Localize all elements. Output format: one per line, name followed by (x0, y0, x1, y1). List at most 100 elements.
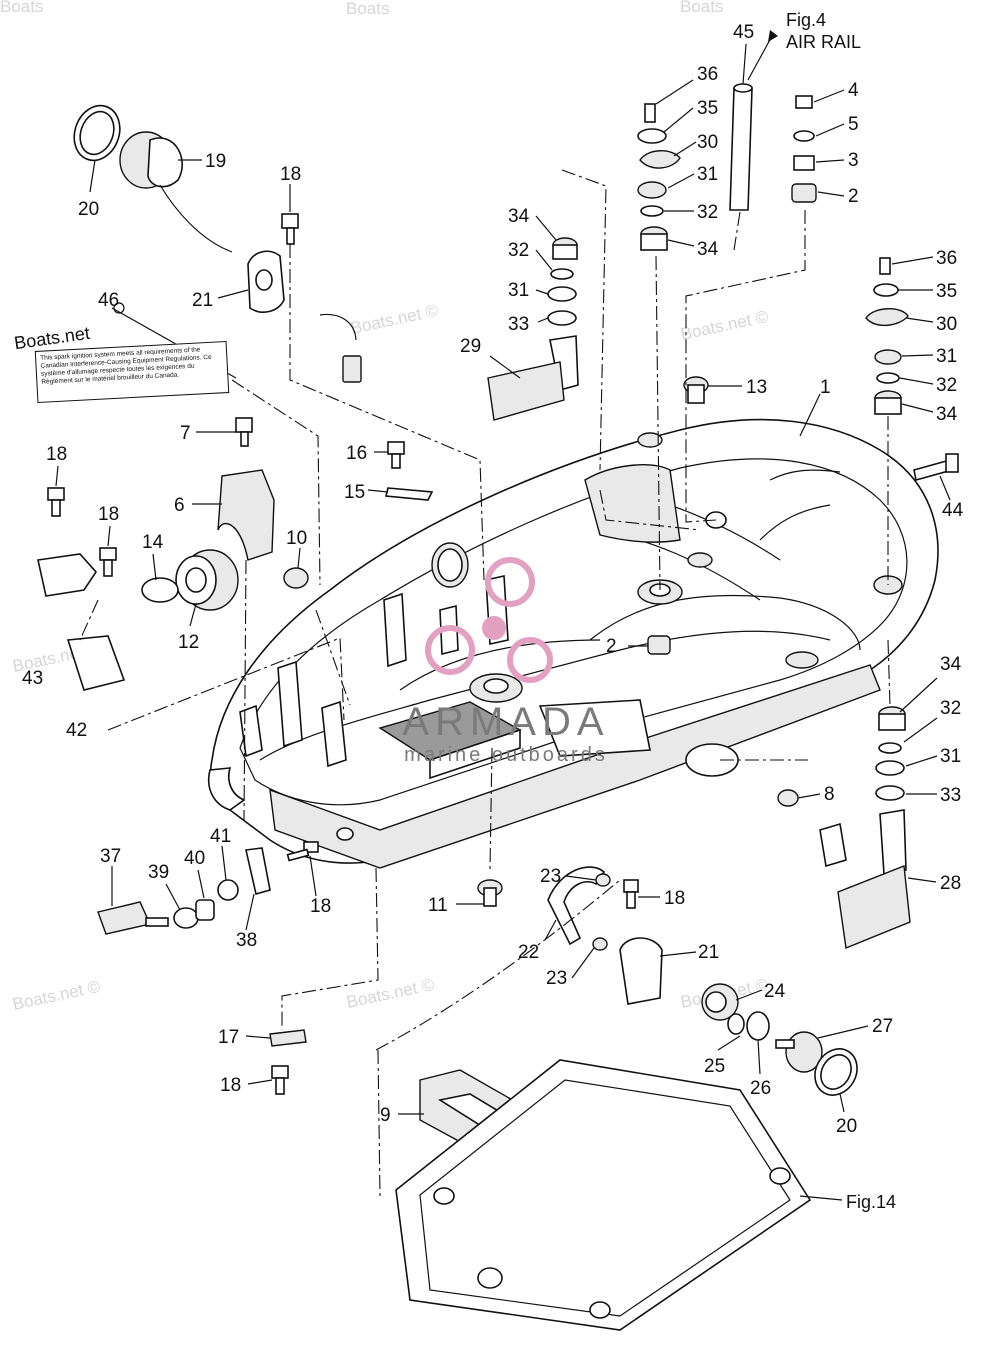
fig4-ref: Fig.4 (786, 10, 826, 30)
callout-18: 18 (280, 164, 301, 185)
callout-36: 36 (936, 248, 957, 269)
brand-name: ARMADA (402, 700, 610, 744)
part-14-clamp (141, 577, 179, 603)
callout-29: 29 (460, 336, 481, 357)
watermark: Boats (346, 0, 389, 18)
callout-labels: 45 36 35 30 31 32 34 4 5 3 2 19 20 18 21… (22, 10, 964, 1212)
callout-14: 14 (142, 532, 164, 553)
callout-15: 15 (344, 482, 365, 503)
watermark: Boats (0, 0, 43, 16)
part-19-grommet (73, 104, 362, 383)
callout-30: 30 (697, 132, 718, 153)
callout-30: 30 (936, 314, 957, 335)
callout-31: 31 (936, 346, 957, 367)
fig4-ref-sub: AIR RAIL (786, 32, 861, 52)
part-13-plug (683, 376, 709, 404)
callout-40: 40 (184, 848, 205, 869)
part-42-plate (66, 635, 126, 691)
callout-1: 1 (820, 377, 831, 398)
callout-33: 33 (508, 314, 529, 335)
callout-31: 31 (697, 164, 718, 185)
leader-lines (55, 30, 951, 1201)
callout-36: 36 (697, 64, 718, 85)
callout-24: 24 (764, 981, 786, 1002)
callout-28: 28 (940, 873, 961, 894)
part-10-cap (283, 567, 309, 589)
callout-8: 8 (824, 784, 835, 805)
callout-34: 34 (508, 206, 530, 227)
callout-42: 42 (66, 720, 87, 741)
callout-45: 45 (733, 22, 754, 43)
callout-32: 32 (936, 375, 957, 396)
part-22-hose (547, 866, 611, 951)
callout-25: 25 (704, 1056, 725, 1077)
part-29-lever (487, 335, 579, 421)
part-11-bolt (477, 879, 503, 907)
callout-34: 34 (940, 654, 962, 675)
part-24-grommet (701, 983, 739, 1021)
brand-tagline: marine outboards (404, 744, 608, 766)
callout-39: 39 (148, 862, 169, 883)
brand-watermark: ARMADA marine outboards (356, 700, 656, 766)
part-8-plug (777, 789, 799, 807)
callout-34: 34 (697, 239, 719, 260)
callout-16: 16 (346, 443, 367, 464)
callout-31: 31 (508, 280, 529, 301)
fig14-base-plate (395, 1059, 812, 1331)
callout-35: 35 (697, 98, 718, 119)
callout-2: 2 (848, 186, 859, 207)
callout-37: 37 (100, 846, 121, 867)
callout-46: 46 (98, 290, 119, 311)
callout-18: 18 (310, 896, 331, 917)
part-stack-right (791, 95, 817, 203)
callout-22: 22 (518, 942, 539, 963)
callout-32: 32 (697, 202, 718, 223)
watermark: Boats.net © (679, 307, 771, 344)
part-44-bolt (913, 453, 959, 482)
part-6-7-clamp (217, 417, 275, 561)
callout-20: 20 (78, 199, 99, 220)
callout-43: 43 (22, 668, 43, 689)
callout-13: 13 (746, 377, 767, 398)
assembly-dash-lines (79, 169, 891, 1197)
watermark: Boats.net © (345, 975, 437, 1012)
part-37-handle (97, 901, 169, 935)
part-18-21-lower (619, 879, 663, 1005)
callout-5: 5 (848, 114, 859, 135)
callout-9: 9 (380, 1105, 391, 1126)
callout-31: 31 (940, 746, 961, 767)
part-20-ring (814, 1048, 858, 1096)
bottom-cowling (208, 418, 939, 869)
callout-34: 34 (936, 404, 958, 425)
part-39-40-41 (173, 879, 239, 929)
callout-3: 3 (848, 150, 859, 171)
callout-19: 19 (205, 151, 226, 172)
callout-35: 35 (936, 281, 957, 302)
callout-27: 27 (872, 1016, 893, 1037)
callout-11: 11 (428, 895, 448, 916)
callout-7: 7 (180, 423, 191, 444)
part-stack-far-right (865, 257, 909, 415)
part-28-lever (837, 809, 911, 949)
callout-17: 17 (218, 1027, 239, 1048)
callout-26: 26 (750, 1078, 771, 1099)
part-25-26 (727, 1011, 770, 1041)
callout-41: 41 (210, 826, 231, 847)
callout-33: 33 (940, 785, 961, 806)
callout-32: 32 (508, 240, 529, 261)
callout-21: 21 (698, 942, 719, 963)
watermark: Boats.net © (349, 301, 441, 338)
callout-18: 18 (220, 1075, 241, 1096)
part-18-bolts-left (47, 487, 117, 577)
callout-32: 32 (940, 698, 961, 719)
callout-23: 23 (546, 968, 567, 989)
part-2-grommet (647, 635, 671, 655)
callout-18: 18 (98, 504, 119, 525)
part-12-grommet (175, 549, 239, 611)
part-18-bolt-mid (286, 841, 319, 862)
part-27-cap (775, 1031, 823, 1073)
callout-20: 20 (836, 1116, 857, 1137)
part-18-bolt (281, 213, 299, 245)
callout-18: 18 (46, 444, 67, 465)
